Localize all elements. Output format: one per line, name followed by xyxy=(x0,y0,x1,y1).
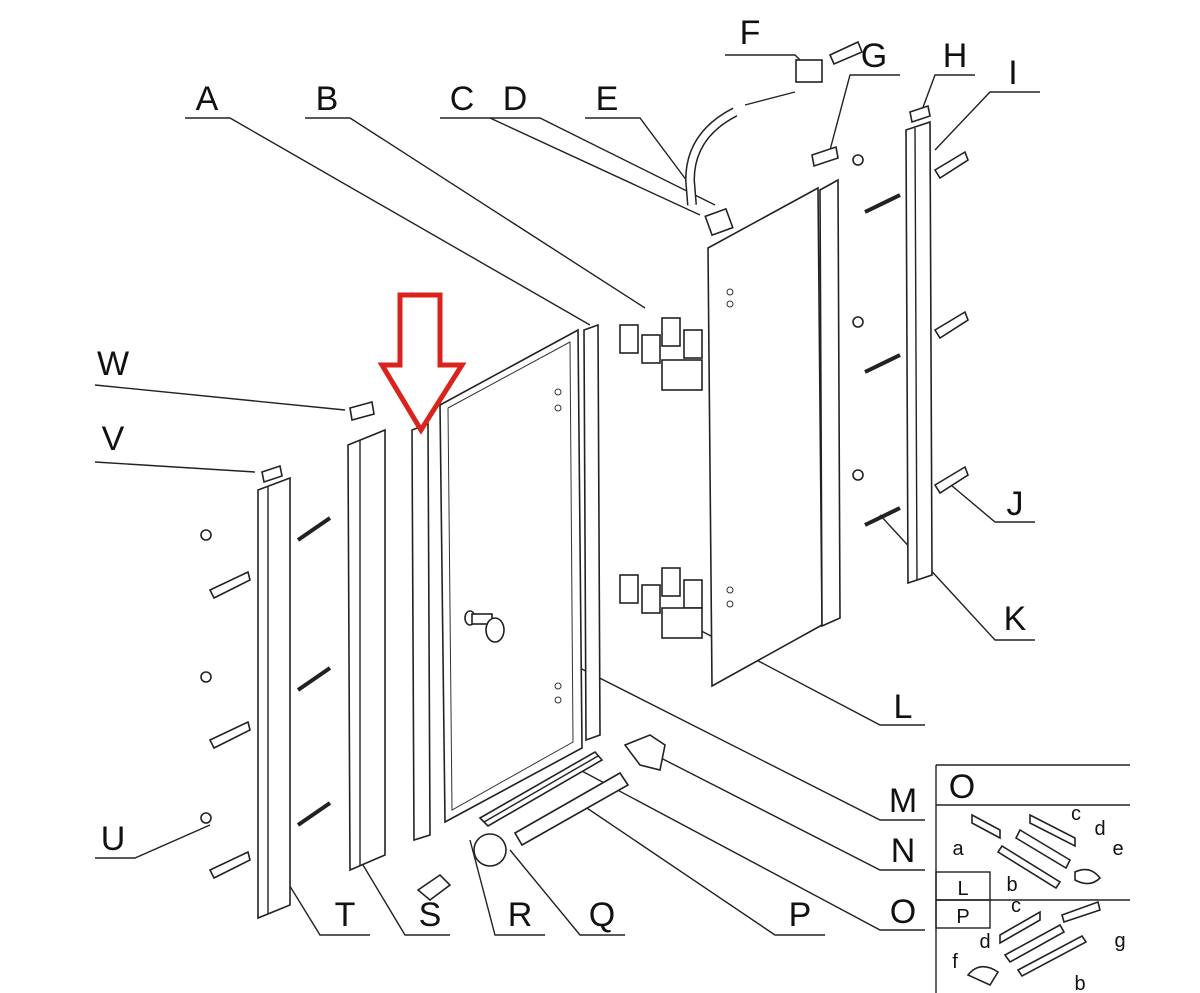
screws-left xyxy=(200,516,332,880)
cap-s xyxy=(416,873,452,902)
label-c: C xyxy=(450,80,475,118)
label-o: O xyxy=(890,893,916,931)
leader-lines xyxy=(94,54,1040,936)
screws-right xyxy=(852,150,969,527)
label-i: I xyxy=(1008,54,1017,92)
hinges-lower xyxy=(619,567,703,639)
label-h: H xyxy=(943,37,968,75)
fixed-glass-panel xyxy=(707,186,823,688)
label-g: G xyxy=(861,37,887,75)
inset-part-b: b xyxy=(1006,874,1017,896)
profile-s xyxy=(347,428,386,872)
drip-profile-p xyxy=(513,771,630,847)
parts xyxy=(200,40,969,920)
inset-part-d: d xyxy=(1094,818,1105,840)
inset-row-l: L xyxy=(957,878,968,900)
label-l: L xyxy=(894,688,913,726)
label-t: T xyxy=(335,896,356,934)
label-b: B xyxy=(316,80,339,118)
cap-g xyxy=(811,145,839,168)
label-p: P xyxy=(789,896,812,934)
label-u: U xyxy=(101,820,126,858)
label-a: A xyxy=(196,80,219,118)
end-cap-n xyxy=(623,734,666,771)
wall-profile-t xyxy=(257,476,291,920)
part-labels: A B C D E F G H I J K L M N O P Q R S T … xyxy=(97,14,1027,934)
inset-title: O xyxy=(949,768,975,806)
inset-row-p: P xyxy=(956,906,969,928)
label-m: M xyxy=(889,782,917,820)
inset-part-f: f xyxy=(952,951,958,973)
label-r: R xyxy=(508,896,533,934)
inset-part-e: e xyxy=(1112,838,1123,860)
inset-part-a: a xyxy=(952,838,964,860)
label-n: N xyxy=(891,832,916,870)
wall-profile-i xyxy=(905,120,933,585)
label-d: D xyxy=(503,80,528,118)
label-f: F xyxy=(740,14,761,52)
inset-part-c: c xyxy=(1071,803,1081,825)
inset-part-g: g xyxy=(1114,930,1125,952)
knob-m xyxy=(464,610,505,643)
label-j: J xyxy=(1007,485,1024,523)
inset-part-b2: b xyxy=(1074,973,1085,993)
label-k: K xyxy=(1004,600,1027,638)
hinges-upper xyxy=(619,317,703,391)
label-s: S xyxy=(419,896,442,934)
label-e: E xyxy=(596,80,619,118)
label-q: Q xyxy=(589,896,615,934)
highlight-arrow xyxy=(377,292,467,435)
label-v: V xyxy=(102,420,125,458)
inset-part-c2: c xyxy=(1011,895,1021,917)
inset-part-d2: d xyxy=(979,931,990,953)
inset-seal-detail: O L P a b c d e c d f g b xyxy=(935,764,1130,993)
label-w: W xyxy=(97,345,129,383)
profile-r xyxy=(411,422,431,842)
